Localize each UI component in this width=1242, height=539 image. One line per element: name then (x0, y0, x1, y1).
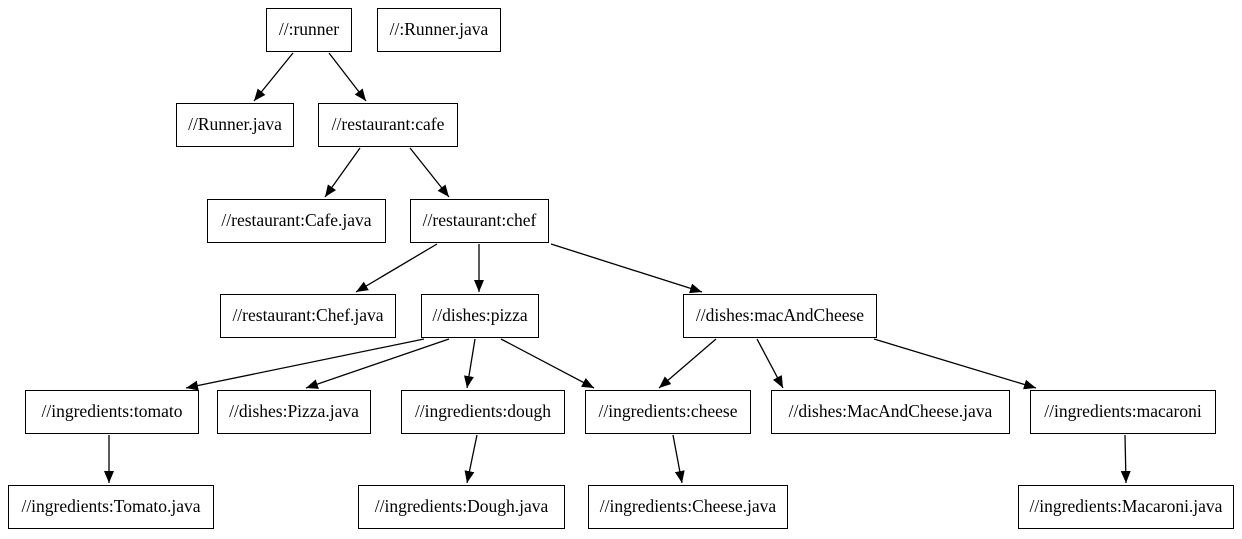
edge-pizza-to-pizza-java (305, 338, 450, 389)
edge-cheese-to-cheese-java (672, 434, 685, 484)
edge-runner-to-runner-java (253, 52, 294, 102)
edge-pizza-to-dough (463, 338, 476, 389)
graph-node-runner-java-top: //:Runner.java (377, 8, 501, 52)
graph-node-chef-java: //restaurant:Chef.java (220, 294, 396, 338)
graph-node-chef: //restaurant:chef (410, 199, 549, 243)
graph-node-pizza-java: //dishes:Pizza.java (217, 390, 371, 434)
graph-node-runner-java: //Runner.java (176, 103, 294, 147)
graph-node-mac-and-cheese-java: //dishes:MacAndCheese.java (771, 390, 1010, 434)
edge-cafe-to-chef (409, 147, 450, 198)
edge-chef-to-chef-java (355, 243, 438, 293)
edge-cafe-to-cafe-java (324, 147, 361, 198)
graph-node-dough: //ingredients:dough (401, 390, 565, 434)
edge-macaroni-to-macaroni-java (1120, 434, 1131, 484)
edge-mac-and-cheese-to-macaroni (873, 338, 1037, 390)
graph-node-runner: //:runner (266, 8, 352, 52)
edge-runner-to-cafe (328, 52, 367, 102)
graph-node-pizza: //dishes:pizza (421, 294, 539, 338)
edge-pizza-to-cheese (500, 338, 595, 389)
edge-dough-to-dough-java (464, 434, 478, 484)
graph-node-dough-java: //ingredients:Dough.java (358, 485, 565, 529)
edge-group (104, 52, 1131, 484)
graph-node-tomato: //ingredients:tomato (25, 390, 199, 434)
graph-node-macaroni: //ingredients:macaroni (1030, 390, 1216, 434)
graph-node-mac-and-cheese: //dishes:macAndCheese (683, 294, 877, 338)
graph-node-macaroni-java: //ingredients:Macaroni.java (1018, 485, 1234, 529)
edge-pizza-to-tomato (185, 338, 425, 391)
graph-node-tomato-java: //ingredients:Tomato.java (8, 485, 214, 529)
graph-node-cafe-java: //restaurant:Cafe.java (207, 199, 386, 243)
edge-mac-and-cheese-to-cheese (658, 338, 717, 389)
edge-mac-and-cheese-to-mac-and-cheese-java (756, 338, 784, 389)
edge-chef-to-mac-and-cheese (550, 243, 703, 294)
graph-node-cheese-java: //ingredients:Cheese.java (588, 485, 788, 529)
graph-node-cafe: //restaurant:cafe (318, 103, 458, 147)
graph-node-cheese: //ingredients:cheese (585, 390, 751, 434)
